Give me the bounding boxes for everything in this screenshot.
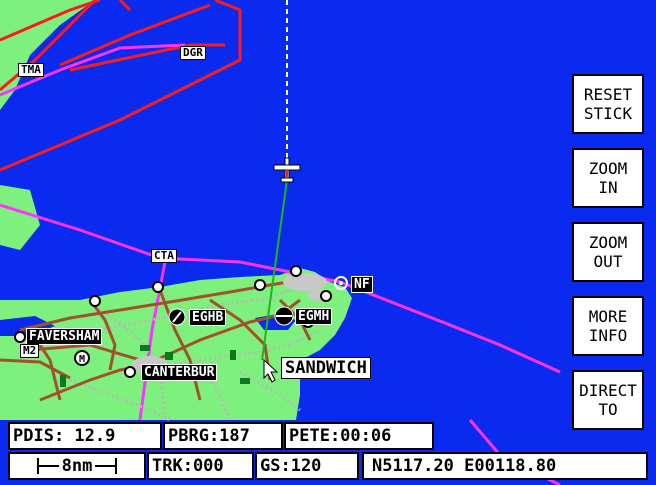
waypoint-icon — [14, 331, 26, 343]
position-readout: N5117.20 E00118.80 — [362, 452, 648, 480]
place-label-sandwich: SANDWICH — [281, 357, 371, 379]
direct-to-button-line1: DIRECT — [579, 381, 637, 400]
scale-bar-right-tick — [115, 458, 118, 474]
place-label-canterbury: CANTERBUR — [141, 364, 218, 381]
place-label-faversham: FAVERSHAM — [26, 328, 103, 345]
woods — [60, 345, 250, 387]
zoom-in-button[interactable]: ZOOM IN — [572, 148, 644, 208]
reset-stick-button-line2: STICK — [583, 104, 633, 123]
zoom-in-button-line2: IN — [598, 178, 618, 197]
airfield-label-nf: NF — [351, 276, 373, 293]
waypoint-icon — [254, 279, 266, 291]
airfield-egmh-icon — [274, 306, 294, 326]
motorway-marker: M — [74, 350, 90, 366]
scale-value: 8nm — [61, 456, 93, 476]
scale-bar-left-tick — [36, 458, 39, 474]
airspace-label-dgr: DGR — [180, 46, 206, 60]
waypoint-icon — [89, 295, 101, 307]
aircraft-icon — [273, 157, 301, 183]
direct-to-button-line2: TO — [598, 400, 618, 419]
svg-text:M: M — [79, 354, 85, 365]
gs-readout: GS:120 — [255, 452, 359, 480]
zoom-in-button-line1: ZOOM — [588, 159, 628, 178]
direct-to-button[interactable]: DIRECT TO — [572, 370, 644, 430]
airfield-label-egmh: EGMH — [295, 308, 333, 325]
scale-bar-left-line — [38, 465, 59, 467]
more-info-button-line2: INFO — [588, 326, 628, 345]
airspace-red — [0, 0, 242, 172]
scale-bar: 8nm — [8, 452, 146, 480]
airspace-label-tma: TMA — [18, 63, 44, 77]
airfield-eghb-icon — [168, 308, 186, 326]
pbrg-readout: PBRG:187 — [163, 422, 283, 450]
pdis-readout: PDIS: 12.9 — [8, 422, 162, 450]
target-icon — [334, 276, 348, 290]
airspace-label-cta: CTA — [151, 249, 177, 263]
zoom-out-button-line1: ZOOM — [588, 233, 628, 252]
land-north — [0, 0, 95, 110]
pete-readout: PETE:00:06 — [284, 422, 434, 450]
map-cursor-icon — [263, 358, 279, 383]
reset-stick-button-line1: RESET — [583, 85, 633, 104]
waypoint-icon — [152, 281, 164, 293]
trk-readout: TRK:000 — [147, 452, 254, 480]
more-info-button[interactable]: MORE INFO — [572, 296, 644, 356]
waypoint-icon — [124, 366, 136, 378]
waypoint-icon — [320, 290, 332, 302]
track-line — [261, 179, 288, 361]
land-island — [0, 185, 40, 250]
zoom-out-button-line2: OUT — [593, 252, 623, 271]
airfield-label-eghb: EGHB — [189, 309, 227, 326]
scale-bar-right-line — [95, 465, 116, 467]
rail-lines — [29, 283, 321, 422]
more-info-button-line1: MORE — [588, 307, 628, 326]
reset-stick-button[interactable]: RESET STICK — [572, 74, 644, 134]
zoom-out-button[interactable]: ZOOM OUT — [572, 222, 644, 282]
road-label-m2: M2 — [20, 344, 40, 358]
waypoint-icon — [290, 265, 302, 277]
